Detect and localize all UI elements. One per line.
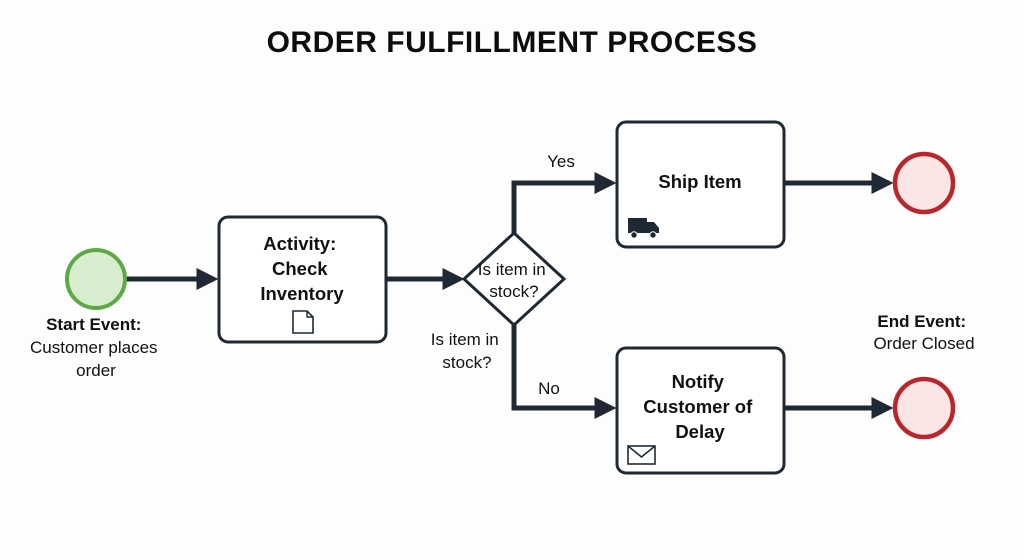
no-flow-label: No [538,379,560,398]
yes-flow-label: Yes [547,152,575,171]
notify-customer-label: Notify Customer of Delay [643,371,756,442]
gateway-outside-label: Is item in stock? [431,330,503,372]
document-icon [292,310,314,334]
stock-gateway[interactable]: Is item in stock? [461,230,567,328]
end-event-circle-shipped[interactable] [892,151,956,215]
end-event-label: End Event: Order Closed [873,312,974,353]
check-inventory-task[interactable]: Activity: Check Inventory [217,215,388,344]
ship-item-task[interactable]: Ship Item [615,120,786,249]
envelope-icon [627,445,656,465]
truck-icon [628,218,659,239]
check-inventory-label: Activity: Check Inventory [260,233,344,304]
diagram-title: ORDER FULFILLMENT PROCESS [266,26,758,59]
ship-item-label: Ship Item [658,171,741,192]
end-event-circle-delay[interactable] [892,376,956,440]
flow-gateway-yes [511,171,617,233]
flow-gateway-no [511,325,617,420]
start-event-circle[interactable] [65,248,127,310]
notify-customer-task[interactable]: Notify Customer of Delay [615,346,786,475]
gateway-label: Is item in stock? [478,260,550,301]
start-event-label: Start Event: Customer places order [30,315,162,380]
